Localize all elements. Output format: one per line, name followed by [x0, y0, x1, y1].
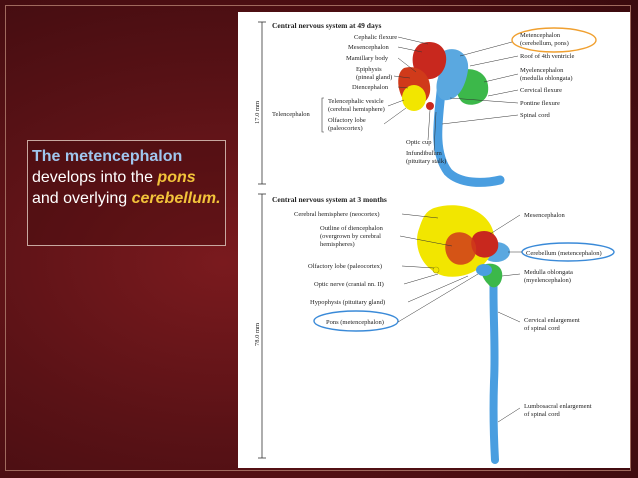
- label-hypophysis: Hypophysis (pituitary gland): [310, 299, 385, 306]
- bottom-heading: Central nervous system at 3 months: [272, 195, 387, 204]
- label-cerebellum: Cerebellum (metencephalon): [526, 250, 602, 257]
- label-roof-4th-ventricle: Roof of 4th ventricle: [520, 53, 574, 60]
- text-overlying: and overlying: [32, 190, 132, 207]
- bottom-spinal-cord: [489, 266, 499, 464]
- label-lumbosacral-enlargement: Lumbosacral enlargement: [524, 403, 592, 410]
- top-optic-cup: [426, 102, 434, 110]
- label-optic-cup: Optic cup: [406, 139, 431, 146]
- cns-figure: Central nervous system at 49 days 17.0 m…: [238, 12, 630, 468]
- pons-highlight-oval: [313, 310, 399, 332]
- label-spinal-cord: Spinal cord: [520, 112, 551, 119]
- label-optic-nerve: Optic nerve (cranial nn. II): [314, 281, 384, 288]
- label-lumbosacral-spinal-cord: of spinal cord: [524, 411, 560, 418]
- label-diencephalon-top: Diencephalon: [352, 84, 389, 91]
- label-myelencephalon-bottom: (myelencephalon): [524, 277, 571, 284]
- text-develops: develops into the: [32, 169, 158, 186]
- fetus-3-months: [417, 205, 510, 464]
- text-cerebellum: cerebellum.: [131, 190, 221, 207]
- top-heading: Central nervous system at 49 days: [272, 21, 381, 30]
- label-pons: Pons (metencephalon): [326, 319, 384, 326]
- label-pineal: (pineal gland): [356, 74, 392, 81]
- label-paleocortex-top: (paleocortex): [328, 125, 363, 132]
- label-olfactory-lobe: Olfactory lobe (paleocortex): [308, 263, 382, 270]
- label-cephalic-flexure: Cephalic flexure: [354, 34, 397, 41]
- slide-border: [5, 5, 631, 471]
- label-cerebral-hemisphere-top: (cerebral hemisphere): [328, 106, 385, 113]
- slide-text-box: The metencephalon develops into the pons…: [27, 140, 226, 246]
- label-cervical-spinal-cord: of spinal cord: [524, 325, 560, 332]
- label-hemispheres: hemispheres): [320, 241, 355, 248]
- label-infundibulum: Infundibulum: [406, 150, 442, 157]
- top-scale-label: 17.0 mm: [254, 101, 261, 124]
- label-cervical-enlargement: Cervical enlargement: [524, 317, 580, 324]
- label-cervical-flexure: Cervical flexure: [520, 87, 562, 94]
- top-spinal-cord: [433, 87, 505, 187]
- label-pontine-flexure: Pontine flexure: [520, 100, 560, 107]
- label-pituitary-stalk: (pituitary stalk): [406, 158, 446, 165]
- label-overgrown: (overgrown by cerebral: [320, 233, 381, 240]
- top-mesencephalon: [412, 42, 447, 80]
- label-myelencephalon: Myelencephalon: [520, 67, 564, 74]
- label-tel-vesicle: Telencephalic vesicle: [328, 98, 384, 105]
- label-medulla: Medulla oblongata: [524, 269, 573, 276]
- bottom-mesencephalon: [471, 230, 499, 258]
- text-pons: pons: [157, 169, 196, 186]
- bottom-pons: [476, 264, 492, 276]
- bottom-diencephalon-outline: [445, 232, 477, 265]
- cns-diagram-svg: Central nervous system at 49 days 17.0 m…: [254, 21, 615, 464]
- embryo-49-days: [398, 42, 505, 187]
- label-cerebral-hemisphere: Cerebral hemisphere (neocortex): [294, 211, 380, 218]
- top-telencephalon: [402, 85, 426, 111]
- label-metencephalon: Metencephalon: [520, 32, 561, 39]
- label-mesencephalon: Mesencephalon: [524, 212, 566, 219]
- label-telencephalon: Telencephalon: [272, 111, 311, 118]
- label-outline-diencephalon: Outline of diencephalon: [320, 225, 384, 232]
- label-epiphysis: Epiphysis: [356, 66, 382, 73]
- metencephalon-highlight-oval: [511, 27, 597, 53]
- label-medulla-top: (medulla oblongata): [520, 75, 573, 82]
- bottom-scale-label: 78.0 mm: [254, 323, 261, 346]
- text-metencephalon: The metencephalon: [32, 148, 183, 165]
- label-cerebellum-pons: (cerebellum, pons): [520, 40, 569, 47]
- label-olfactory-lobe-top: Olfactory lobe: [328, 117, 366, 124]
- label-mamillary-body: Mamillary body: [346, 55, 389, 62]
- label-mesencephalon-top: Mesencephalon: [348, 44, 390, 51]
